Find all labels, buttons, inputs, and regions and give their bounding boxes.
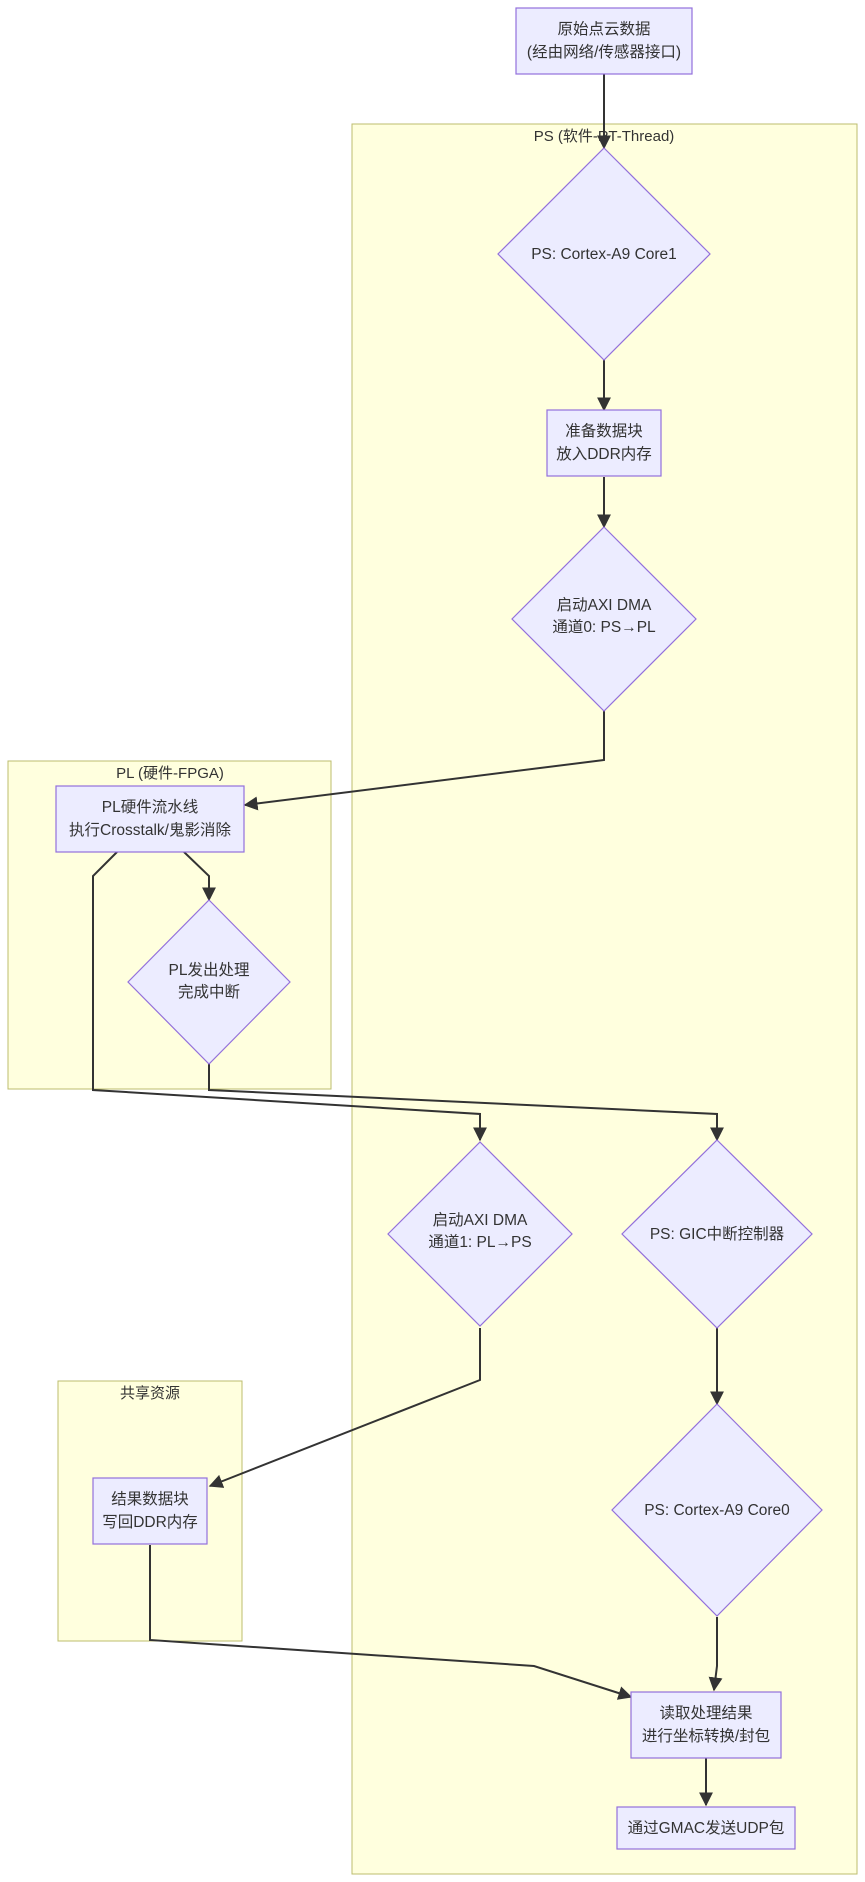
node-pl-pipeline-line2: 执行Crosstalk/鬼影消除 xyxy=(69,821,231,839)
node-writeback-line1: 结果数据块 xyxy=(111,1490,189,1508)
node-dma1-line1: 启动AXI DMA xyxy=(433,1211,528,1229)
node-core1-text: PS: Cortex-A9 Core1 xyxy=(531,246,677,263)
node-gic: PS: GIC中断控制器 xyxy=(621,1139,813,1329)
edge-irq-to-gic xyxy=(208,1063,724,1142)
node-gmac: 通过GMAC发送UDP包 xyxy=(616,1806,796,1850)
node-dma1: 启动AXI DMA 通道1: PL→PS xyxy=(387,1141,573,1327)
node-gic-text: PS: GIC中断控制器 xyxy=(650,1225,785,1243)
node-dma0-line1: 启动AXI DMA xyxy=(557,596,652,614)
edge-dma0-to-pl xyxy=(243,710,605,811)
node-prepare: 准备数据块 放入DDR内存 xyxy=(546,409,662,477)
cluster-shared-label: 共享资源 xyxy=(120,1385,180,1402)
node-read-result-line1: 读取处理结果 xyxy=(659,1704,752,1722)
node-writeback-line2: 写回DDR内存 xyxy=(102,1513,198,1531)
edge-core0-to-read xyxy=(708,1617,723,1692)
node-raw-data-line1: 原始点云数据 xyxy=(557,20,650,38)
edge-writeback-to-read xyxy=(149,1545,633,1700)
node-writeback: 结果数据块 写回DDR内存 xyxy=(92,1477,208,1545)
node-prepare-line1: 准备数据块 xyxy=(565,422,643,440)
node-pl-pipeline-line1: PL硬件流水线 xyxy=(102,798,198,816)
node-prepare-line2: 放入DDR内存 xyxy=(556,445,652,463)
cluster-pl-label: PL (硬件-FPGA) xyxy=(116,765,224,782)
node-read-result: 读取处理结果 进行坐标转换/封包 xyxy=(630,1691,782,1759)
node-core0-text: PS: Cortex-A9 Core0 xyxy=(644,1502,790,1519)
node-core1: PS: Cortex-A9 Core1 xyxy=(497,147,711,361)
edge-pl-to-irq xyxy=(183,851,216,902)
node-pl-irq: PL发出处理 完成中断 xyxy=(127,899,291,1065)
node-core0: PS: Cortex-A9 Core0 xyxy=(611,1403,823,1617)
edge-dma1-to-writeback xyxy=(208,1328,481,1488)
node-pl-irq-line2: 完成中断 xyxy=(178,983,240,1001)
edge-pl-to-dma1 xyxy=(92,851,487,1142)
node-gmac-text: 通过GMAC发送UDP包 xyxy=(628,1819,785,1837)
node-read-result-line2: 进行坐标转换/封包 xyxy=(642,1727,770,1745)
node-pl-irq-line1: PL发出处理 xyxy=(169,961,250,979)
node-pl-pipeline: PL硬件流水线 执行Crosstalk/鬼影消除 xyxy=(55,785,245,853)
node-dma0: 启动AXI DMA 通道0: PS→PL xyxy=(511,526,697,712)
node-raw-data-line2: (经由网络/传感器接口) xyxy=(527,43,681,61)
node-dma1-line2: 通道1: PL→PS xyxy=(428,1233,531,1251)
edges xyxy=(92,73,724,1807)
node-dma0-line2: 通道0: PS→PL xyxy=(552,618,656,636)
node-raw-data: 原始点云数据 (经由网络/传感器接口) xyxy=(515,7,693,75)
